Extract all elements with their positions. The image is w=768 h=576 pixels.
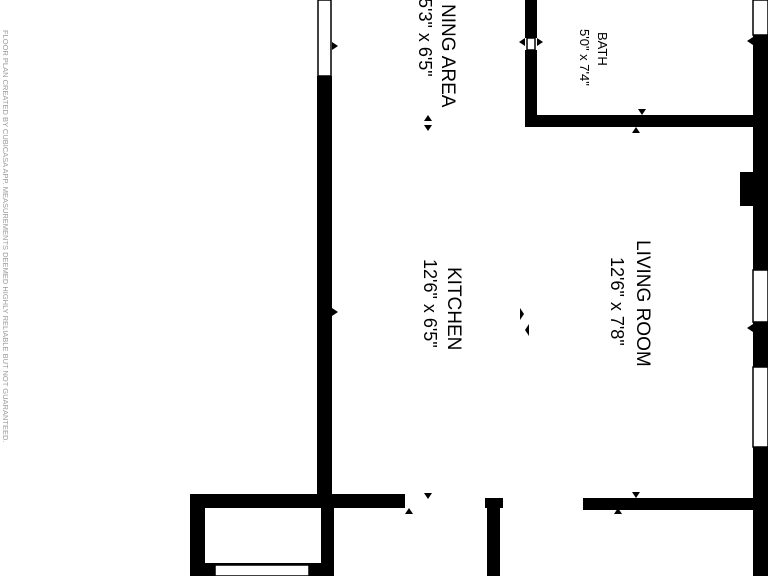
room-name: NING AREA (437, 4, 458, 108)
room-kitchen: KITCHEN 12'6" x 6'5" (420, 259, 464, 350)
wall-bottom-left (190, 494, 405, 508)
room-dimensions: 5'3" x 6'5" (415, 0, 435, 77)
dim-marker (424, 493, 432, 499)
wall-bottom-right (583, 498, 768, 510)
wall-left-main (317, 76, 332, 500)
dim-marker (525, 324, 529, 336)
wall-right-window-2 (752, 366, 768, 448)
room-living-room: LIVING ROOM 12'6" x 7'8" (607, 240, 653, 367)
dim-marker (638, 109, 646, 115)
dim-marker (614, 508, 622, 514)
wall-column (740, 172, 755, 206)
dim-marker (537, 38, 543, 46)
room-dining-area: NING AREA 5'3" x 6'5" (415, 0, 458, 108)
wall-bottom-center (485, 498, 503, 508)
room-dimensions: 12'6" x 7'8" (607, 257, 627, 346)
wall-bath-left-lower (525, 50, 537, 126)
wall-right-middle (753, 322, 768, 367)
wall-bath-left-upper (525, 0, 537, 38)
room-name: LIVING ROOM (632, 240, 653, 367)
room-name: BATH (595, 32, 610, 66)
wall-left-window (317, 0, 332, 77)
room-name: KITCHEN (443, 267, 464, 350)
dim-marker (747, 324, 753, 332)
bath-door-opening (526, 37, 536, 51)
room-bath: BATH 5'0" x 7'4" (577, 29, 610, 86)
dim-marker (632, 127, 640, 133)
wall-right-lower (753, 447, 768, 576)
wall-right-window-1 (752, 269, 768, 323)
dim-marker (424, 125, 432, 131)
dim-marker (520, 308, 524, 320)
floor-plan-watermark: FLOOR PLAN CREATED BY CUBICASA APP. MEAS… (1, 30, 10, 442)
closet-wall-left (190, 494, 205, 576)
room-dimensions: 5'0" x 7'4" (577, 29, 592, 86)
closet-window (214, 564, 310, 576)
dim-marker (405, 508, 413, 514)
closet-wall-right (321, 494, 334, 576)
wall-right-upper (753, 35, 768, 270)
wall-bath-bottom (525, 115, 768, 127)
dim-marker (332, 308, 338, 316)
dim-marker (632, 492, 640, 498)
dim-marker (424, 115, 432, 121)
dim-marker (747, 37, 753, 45)
room-dimensions: 12'6" x 6'5" (420, 259, 440, 348)
wall-right-top-window (752, 0, 768, 36)
dim-marker (519, 38, 525, 46)
wall-stub-center (487, 506, 500, 576)
dim-marker (332, 42, 338, 50)
